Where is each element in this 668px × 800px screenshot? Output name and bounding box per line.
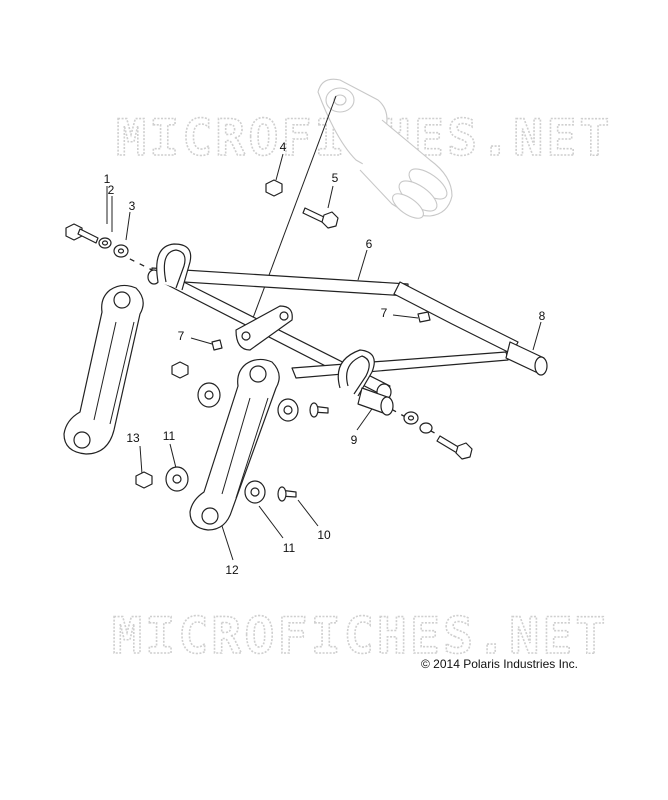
bolt-1 bbox=[65, 223, 99, 244]
nut-4 bbox=[265, 179, 283, 197]
watermark-bottom: MICROFICHES.NET bbox=[112, 607, 609, 665]
copyright-notice: © 2014 Polaris Industries Inc. bbox=[421, 657, 578, 671]
callout-6: 6 bbox=[366, 237, 373, 251]
leader-lines bbox=[106, 95, 542, 561]
torque-arm-6 bbox=[147, 243, 519, 401]
setscrew-7a bbox=[211, 339, 223, 351]
tube-9 bbox=[357, 387, 394, 416]
callout-8: 8 bbox=[539, 309, 546, 323]
callout-10: 10 bbox=[317, 528, 331, 542]
callout-1: 1 bbox=[104, 172, 111, 186]
setscrew-7b bbox=[417, 311, 431, 323]
bolt-right bbox=[436, 435, 473, 460]
washer-right-b bbox=[419, 422, 433, 434]
callout-11-left: 11 bbox=[163, 429, 176, 443]
callout-11-right: 11 bbox=[283, 541, 296, 555]
callout-7-left: 7 bbox=[178, 329, 185, 343]
callout-5: 5 bbox=[332, 171, 339, 185]
tube-8 bbox=[505, 341, 548, 376]
callout-13: 13 bbox=[126, 431, 140, 445]
link-arm-12 bbox=[189, 358, 280, 531]
link-arm-left bbox=[63, 284, 144, 455]
callout-4: 4 bbox=[280, 140, 287, 154]
callout-9: 9 bbox=[351, 433, 358, 447]
shock-absorber bbox=[317, 78, 453, 219]
callout-2: 2 bbox=[108, 183, 115, 197]
bolt-mid bbox=[309, 402, 329, 418]
nut-upper bbox=[171, 361, 189, 379]
bolt-10 bbox=[277, 486, 297, 502]
callout-3: 3 bbox=[129, 199, 136, 213]
bolt-5 bbox=[302, 207, 339, 229]
callout-12: 12 bbox=[225, 563, 239, 577]
callout-7-right: 7 bbox=[381, 306, 388, 320]
nut-13 bbox=[135, 471, 153, 489]
